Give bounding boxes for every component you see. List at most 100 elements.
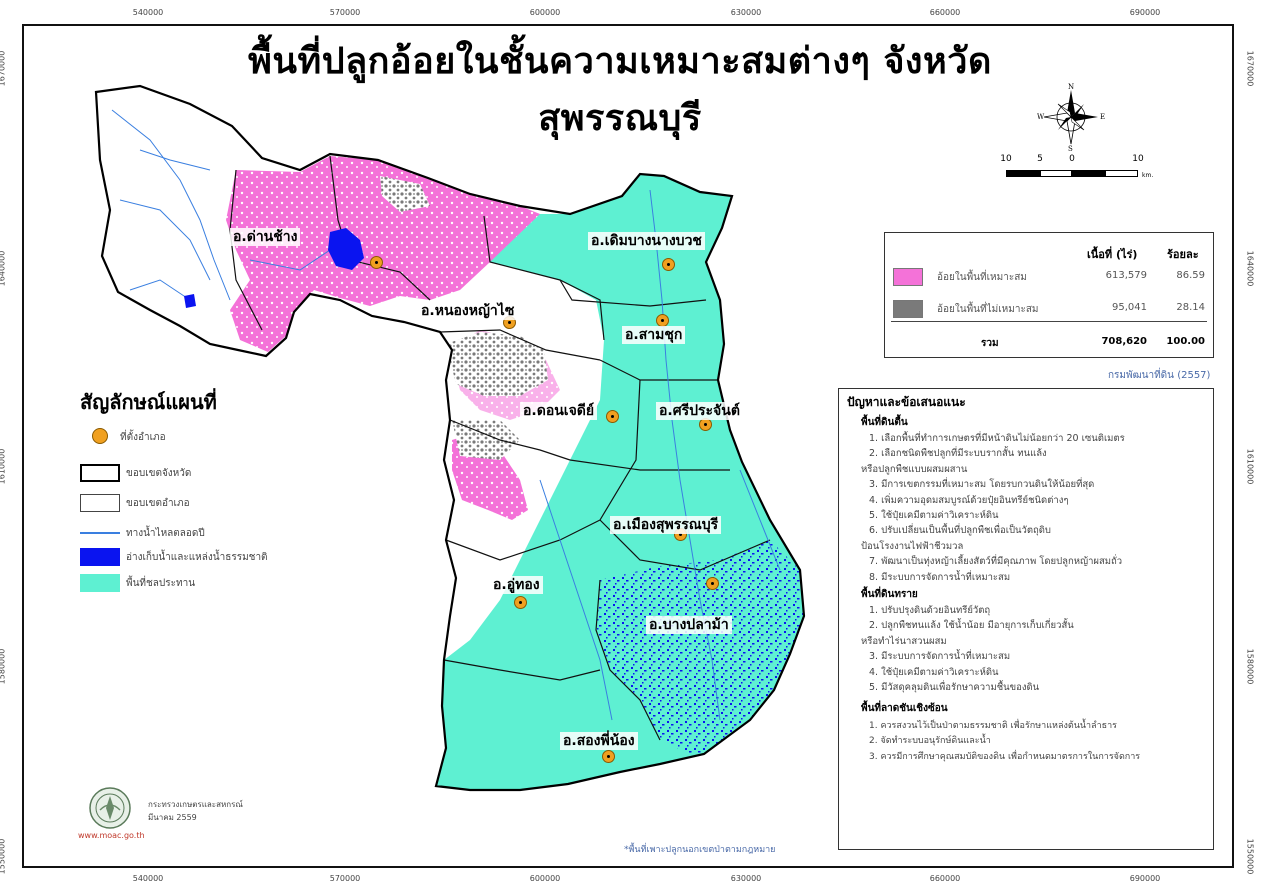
- unsuitable-area: [446, 332, 548, 396]
- legend-item: ขอบเขตอำเภอ: [80, 492, 310, 514]
- district-office-marker[interactable]: [514, 596, 527, 609]
- district-office-marker[interactable]: [662, 258, 675, 271]
- grid-tick-x-top: 660000: [929, 8, 961, 17]
- district-label-mueang: อ.เมืองสุพรรณบุรี: [610, 516, 722, 534]
- legend-title: สัญลักษณ์แผนที่: [80, 390, 217, 414]
- compass-rose-icon: N S E W: [1037, 83, 1105, 152]
- district-boundary-symbol: [80, 494, 120, 512]
- streams: [111, 109, 781, 721]
- problems-title: ปัญหาและข้อเสนอแนะ: [847, 395, 966, 409]
- scale-unit: km.: [1142, 172, 1154, 179]
- total-label: รวม: [981, 338, 999, 349]
- list-item: 5. มีวัสดุคลุมดินเพื่อรักษาความชื้นของดิ…: [869, 682, 1040, 694]
- row-category: อ้อยในพื้นที่เหมาะสม: [937, 272, 1027, 283]
- section-list: 1. เลือกพื้นที่ทำการเกษตรที่มีหน้าดินไม่…: [861, 431, 1199, 585]
- footnote: *พื้นที่เพาะปลูกนอกเขตป่าตามกฎหมาย: [624, 845, 776, 855]
- row-percent: 28.14: [1176, 302, 1205, 313]
- grid-tick-x-top: 690000: [1129, 8, 1161, 17]
- legend-label: ทางน้ำไหลตลอดปี: [126, 528, 205, 539]
- district-office-marker[interactable]: [602, 750, 615, 763]
- list-item: 1. ควรสงวนไว้เป็นป่าตามธรรมชาติ เพื่อรัก…: [869, 721, 1118, 731]
- list-item: 2. จัดทำระบบอนุรักษ์ดินและน้ำ: [869, 736, 991, 747]
- list-item: 6. ปรับเปลี่ยนเป็นพื้นที่ปลูกพืชเพื่อเป็…: [869, 525, 1051, 537]
- list-item: 3. มีการเขตกรรมที่เหมาะสม โดยรบกวนดินให้…: [869, 479, 1095, 491]
- grid-tick-x-top: 570000: [329, 8, 361, 17]
- scale-label: 10: [1132, 154, 1144, 164]
- problems-suggestions-box: ปัญหาและข้อเสนอแนะ พื้นที่ดินตื้น 1. เลื…: [838, 388, 1214, 850]
- section-heading: พื้นที่ลาดชันเชิงซ้อน: [861, 703, 948, 714]
- grid-tick-x-top: 630000: [730, 8, 762, 17]
- grid-tick-x-bottom: 600000: [529, 874, 561, 883]
- list-item: 2. เลือกชนิดพืชปลูกที่มีระบบรากสั้น ทนแล…: [869, 448, 1047, 460]
- list-item: 2. ปลูกพืชทนแล้ง ใช้น้ำน้อย มีอายุการเก็…: [869, 620, 1074, 632]
- district-office-marker[interactable]: [606, 410, 619, 423]
- list-item: 4. ใช้ปุ๋ยเคมีตามค่าวิเคราะห์ดิน: [869, 666, 999, 678]
- district-office-marker[interactable]: [370, 256, 383, 269]
- grid-tick-x-bottom: 570000: [329, 874, 361, 883]
- district-label-don-chedi: อ.ดอนเจดีย์: [520, 402, 598, 420]
- table-row: อ้อยในพื้นที่เหมาะสม 613,579 86.59: [885, 265, 1213, 291]
- map-title: พื้นที่ปลูกอ้อยในชั้นความเหมาะสมต่างๆ จั…: [248, 41, 992, 139]
- province-boundary-symbol: [80, 464, 120, 482]
- legend-label: อ่างเก็บน้ำและแหล่งน้ำธรรมชาติ: [126, 552, 268, 563]
- ministry-website-link[interactable]: www.moac.go.th: [78, 831, 145, 840]
- list-item: 7. พัฒนาเป็นทุ่งหญ้าเลี้ยงสัตว์ที่มีคุณภ…: [869, 556, 1123, 568]
- district-office-marker[interactable]: [706, 577, 719, 590]
- reservoir-small: [184, 294, 196, 308]
- compass-w: W: [1037, 113, 1045, 121]
- district-office-icon: [92, 428, 108, 444]
- list-item: 3. มีระบบการจัดการน้ำที่เหมาะสม: [869, 651, 1011, 663]
- legend-label: ขอบเขตอำเภอ: [126, 498, 190, 509]
- district-label-si-prachan: อ.ศรีประจันต์: [656, 402, 743, 420]
- source-note: กรมพัฒนาที่ดิน (2557): [1108, 370, 1211, 381]
- grid-tick-x-top: 540000: [132, 8, 164, 17]
- district-label-dan-chang: อ.ด่านช้าง: [230, 228, 301, 246]
- district-label-sam-chuk: อ.สามชุก: [622, 326, 686, 344]
- grid-tick-x-bottom: 660000: [929, 874, 961, 883]
- row-category: อ้อยในพื้นที่ไม่เหมาะสม: [937, 304, 1039, 315]
- total-area: 708,620: [1101, 336, 1147, 347]
- table-total-row: รวม 708,620 100.00: [885, 331, 1213, 357]
- list-item: ป้อนโรงงานไฟฟ้าชีวมวล: [861, 540, 964, 552]
- unsuitable-swatch: [893, 300, 923, 318]
- list-item: 1. ปรับปรุงดินด้วยอินทรีย์วัตถุ: [869, 605, 991, 616]
- legend-item: พื้นที่ชลประทาน: [80, 572, 310, 594]
- area-summary-table: เนื้อที่ (ไร่) ร้อยละ อ้อยในพื้นที่เหมาะ…: [884, 232, 1214, 358]
- unsuitable-area-3: [380, 176, 430, 212]
- list-item: หรือปลูกพืชแบบผสมผสาน: [861, 463, 968, 475]
- grid-tick-x-bottom: 630000: [730, 874, 762, 883]
- row-area: 95,041: [1112, 302, 1147, 313]
- scale-label: 10: [1000, 154, 1012, 164]
- irrigation-symbol: [80, 574, 120, 592]
- list-item: 3. ควรมีการศึกษาคุณสมบัติของดิน เพื่อกำห…: [869, 751, 1141, 762]
- grid-tick-x-bottom: 690000: [1129, 874, 1161, 883]
- map-legend: สัญลักษณ์แผนที่ ที่ตั้งอำเภอ ขอบเขตจังหว…: [80, 386, 310, 616]
- legend-label: พื้นที่ชลประทาน: [126, 578, 196, 589]
- legend-item: ที่ตั้งอำเภอ: [80, 426, 310, 448]
- legend-item: ทางน้ำไหลตลอดปี: [80, 522, 310, 544]
- row-percent: 86.59: [1176, 270, 1205, 281]
- stream-symbol: [80, 532, 120, 534]
- section-list: 1. ควรสงวนไว้เป็นป่าตามธรรมชาติ เพื่อรัก…: [869, 719, 1199, 765]
- list-item: 4. เพิ่มความอุดมสมบูรณ์ด้วยปุ๋ยอินทรีย์ช…: [869, 494, 1069, 506]
- water-dense-zone: [596, 540, 804, 754]
- legend-label: ที่ตั้งอำเภอ: [120, 432, 166, 443]
- legend-label: ขอบเขตจังหวัด: [126, 468, 192, 479]
- col-percent-header: ร้อยละ: [1167, 248, 1199, 261]
- scale-label: 0: [1069, 154, 1075, 164]
- scale-bar: 10 5 0 10 km.: [996, 154, 1156, 184]
- row-area: 613,579: [1105, 270, 1147, 281]
- unsuitable-area-2: [452, 420, 520, 460]
- list-item: 1. เลือกพื้นที่ทำการเกษตรที่มีหน้าดินไม่…: [869, 433, 1125, 444]
- ministry-seal-icon: [89, 787, 131, 829]
- total-percent: 100.00: [1166, 336, 1205, 347]
- grid-tick-x-top: 600000: [529, 8, 561, 17]
- suitable-area-north: [226, 156, 540, 352]
- ministry-date: มีนาคม 2559: [148, 813, 197, 822]
- compass-e: E: [1100, 113, 1105, 121]
- district-label-u-thong: อ.อู่ทอง: [490, 576, 543, 594]
- district-label-song-phi-nong: อ.สองพี่น้อง: [560, 732, 638, 750]
- district-label-bang-pla-ma: อ.บางปลาม้า: [646, 616, 732, 634]
- section-heading: พื้นที่ดินทราย: [861, 589, 918, 600]
